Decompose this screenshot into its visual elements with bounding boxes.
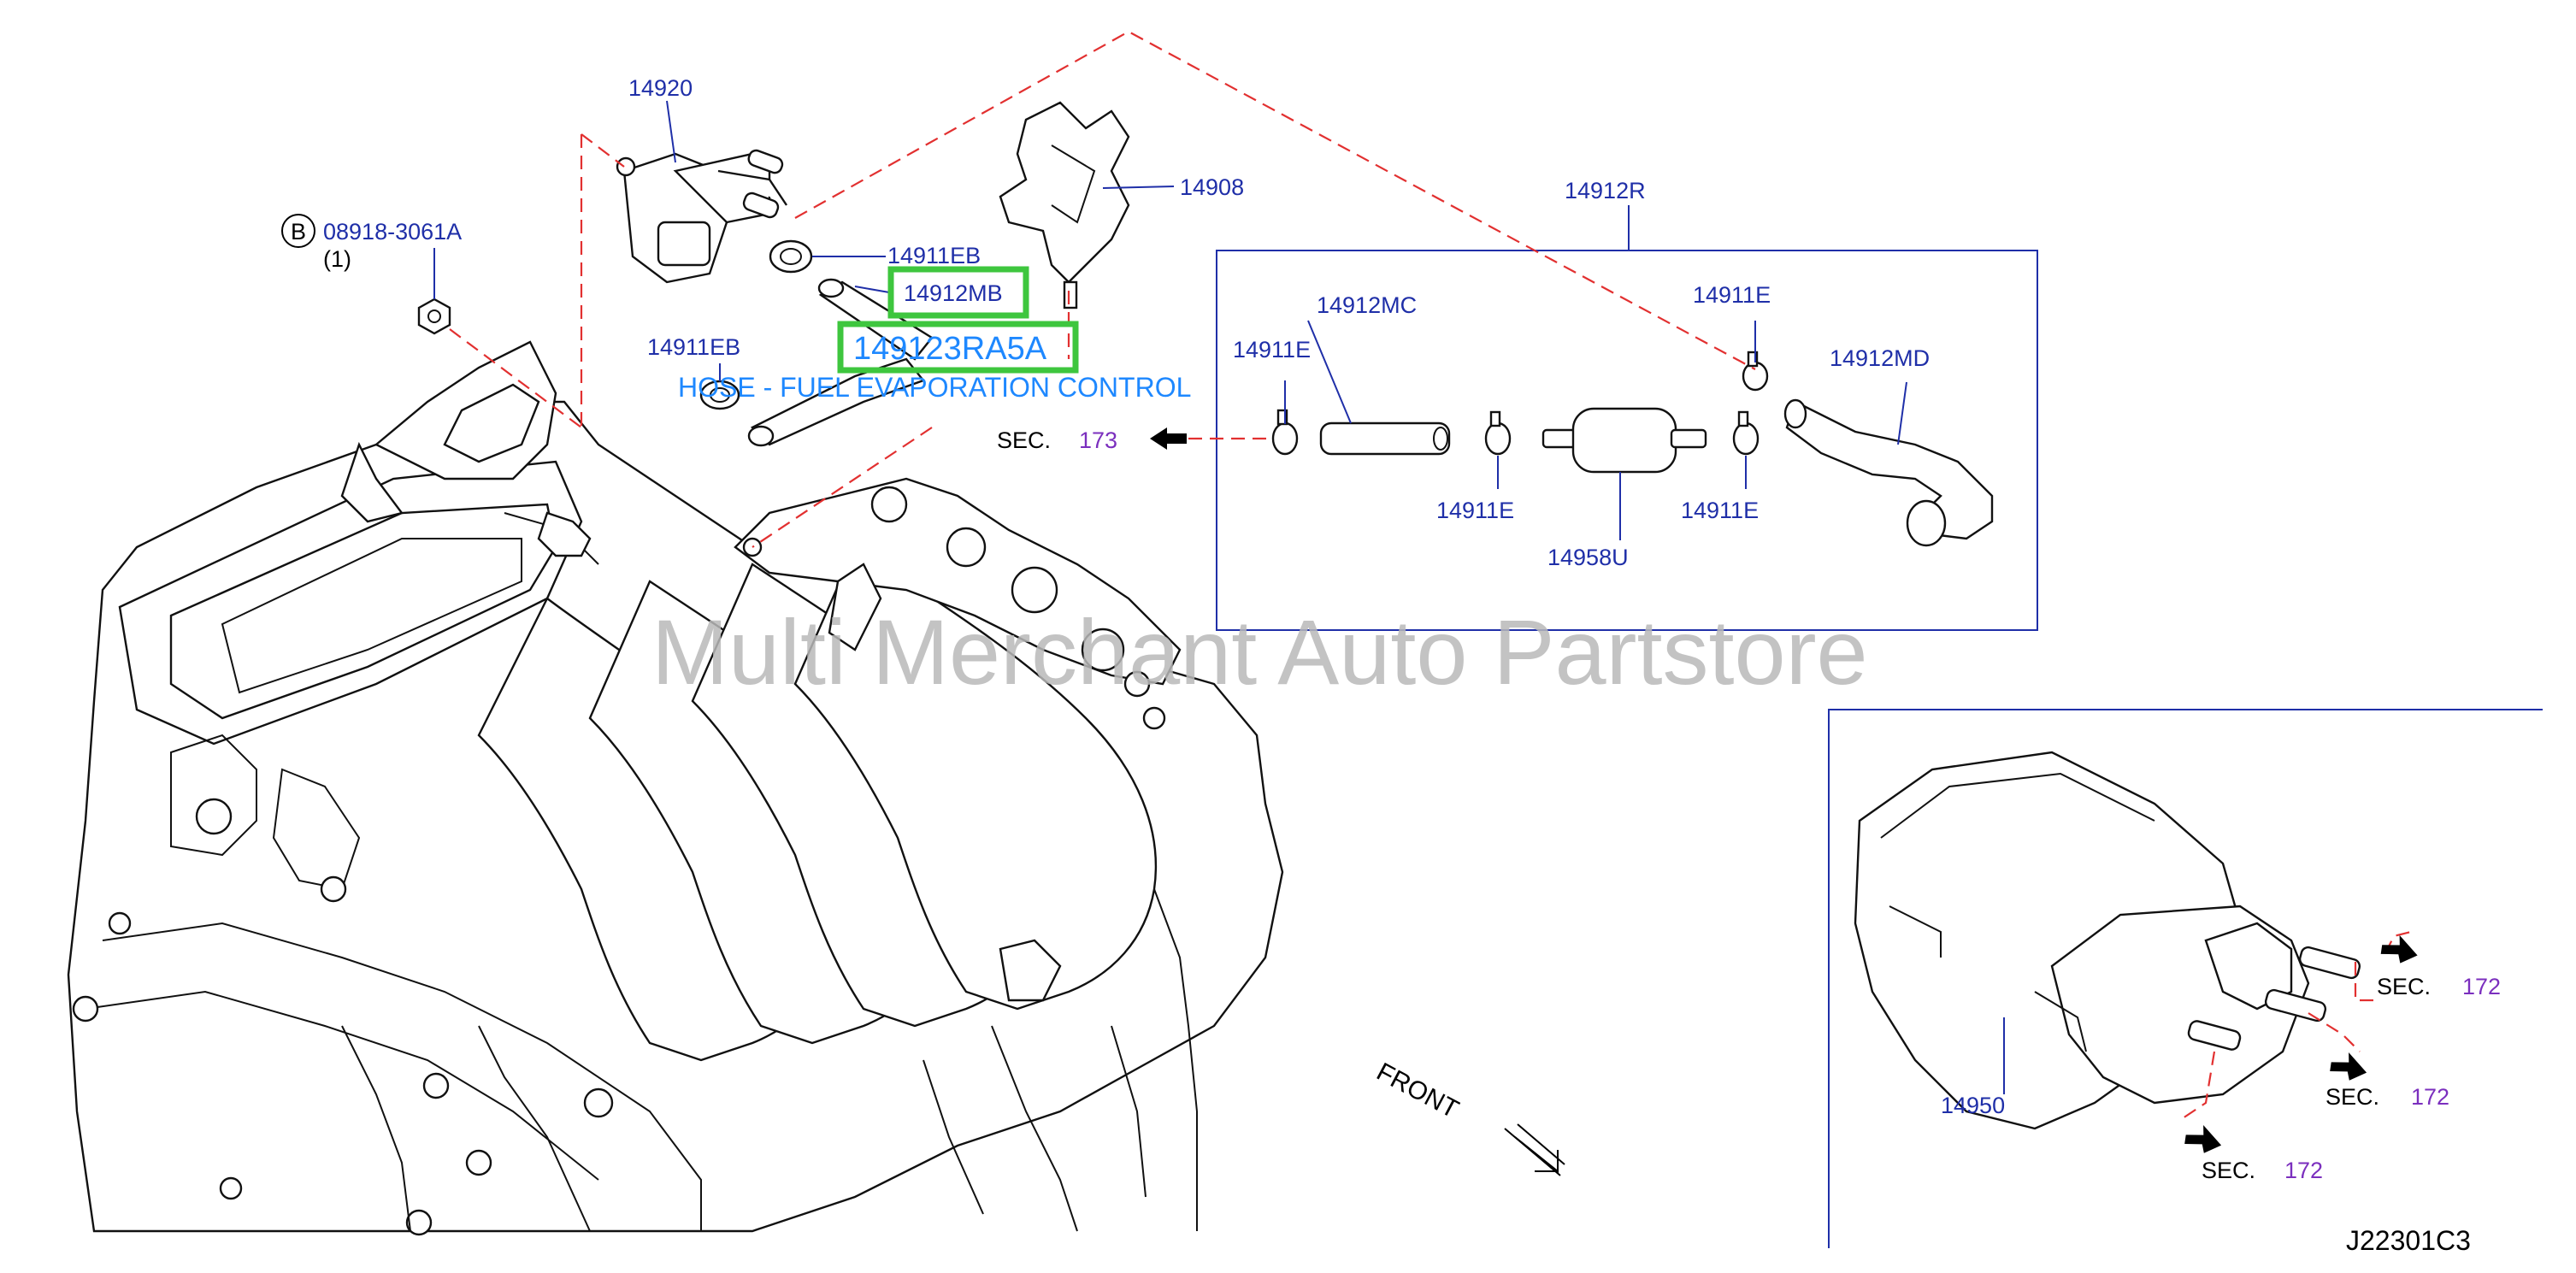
label-149123RA5A[interactable]: 149123RA5A [853,331,1047,367]
front-arrow-icon [1504,1123,1565,1176]
label-14920[interactable]: 14920 [628,75,693,101]
label-14912R[interactable]: 14912R [1565,178,1646,203]
label-14908[interactable]: 14908 [1180,174,1244,200]
bolt-type-letter: B [291,219,306,245]
bracket-14908 [999,101,1130,309]
hose-14912MD [1783,398,1994,547]
dashed-leaders [449,30,2412,1121]
hose-description: HOSE - FUEL EVAPORATION CONTROL [678,372,1191,403]
canister-14950 [1854,751,2361,1130]
hose-149123RA5A-body [747,357,925,447]
callout-leaders [433,100,1907,540]
sec-172-c-prefix: SEC. [2202,1158,2255,1183]
sec-172-c-link[interactable]: 172 [2284,1158,2323,1183]
arrow-sec-172-a [2380,934,2418,964]
clamp-14911EB-top [769,239,813,274]
label-14912MD[interactable]: 14912MD [1830,345,1930,371]
hose-14912MB [817,278,934,361]
sec-172-a-link[interactable]: 172 [2462,974,2501,999]
sec-173-link[interactable]: 173 [1079,427,1117,453]
label-14911EB-top[interactable]: 14911EB [887,243,981,268]
label-14912MC[interactable]: 14912MC [1317,292,1417,318]
label-14950[interactable]: 14950 [1941,1093,2005,1118]
label-14912MB[interactable]: 14912MB [904,280,1003,306]
hose-14912MC [1319,421,1451,456]
watermark-text: Multi Merchant Auto Partstore [651,600,1868,704]
sec-172-b-link[interactable]: 172 [2411,1084,2449,1110]
clamp-14911EB-lower [699,380,740,410]
box-14950 [1828,709,2543,1248]
bolt-08918-3061A [417,298,451,335]
purge-valve-14920 [616,149,787,284]
label-14911E-right[interactable]: 14911E [1681,498,1759,523]
clamp-14911E-right [1732,410,1760,456]
arrow-sec-172-b [2330,1052,2367,1081]
intake-manifold-illustration [67,340,1284,1236]
bolt-type-circle-icon [281,214,315,248]
diagram-id: J22301C3 [2346,1225,2471,1256]
highlight-box-14912MB [887,266,1029,319]
label-14911E-upper[interactable]: 14911E [1693,282,1771,308]
filter-14958U [1541,407,1707,474]
label-14911E-center[interactable]: 14911E [1436,498,1514,523]
highlight-box-149123RA5A [837,321,1079,374]
quantity-label: (1) [323,246,351,272]
label-14911EB-lower[interactable]: 14911EB [647,334,740,360]
front-label: FRONT [1372,1058,1464,1124]
sec-173-prefix: SEC. [997,427,1051,453]
label-14958U[interactable]: 14958U [1547,545,1629,570]
label-08918-3061A[interactable]: 08918-3061A [323,219,462,245]
sec-172-a-prefix: SEC. [2377,974,2431,999]
arrow-sec-173 [1150,427,1187,450]
arrow-sec-172-c [2184,1125,2222,1153]
label-14911E-left[interactable]: 14911E [1233,337,1311,362]
sec-172-b-prefix: SEC. [2325,1084,2379,1110]
box-14912R [1216,250,2038,631]
clamp-14911E-center [1484,410,1512,456]
